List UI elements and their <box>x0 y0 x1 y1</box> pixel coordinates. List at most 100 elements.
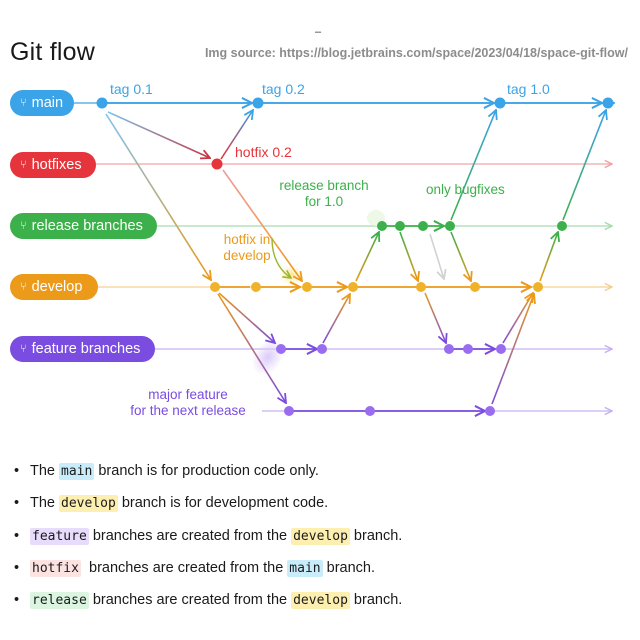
edge-release-to-develop-b <box>450 231 471 281</box>
edge-hotfix-to-develop <box>222 169 302 281</box>
branch-pill-release: ⑂ release branches <box>10 213 157 239</box>
image-source-caption: Img source: https://blog.jetbrains.com/s… <box>204 46 628 60</box>
git-branch-icon: ⑂ <box>20 220 27 232</box>
label-major-line2: for the next release <box>130 403 246 418</box>
label-release-line1: release branch <box>279 178 368 193</box>
edge-develop-to-major-feature <box>217 293 286 403</box>
edge-release-bugfix-gray <box>429 233 444 279</box>
commit-feature-2 <box>317 344 327 354</box>
branch-pill-main: ⑂ main <box>10 90 74 116</box>
commit-develop-1 <box>210 282 220 292</box>
commit-release-4 <box>445 221 455 231</box>
commit-develop-5 <box>416 282 426 292</box>
commit-main-01 <box>96 97 108 109</box>
list-item: • The develop branch is for development c… <box>14 490 624 522</box>
branch-pill-hotfixes: ⑂ hotfixes <box>10 152 96 178</box>
commit-hotfix-02 <box>211 158 223 170</box>
bullet-marker: • <box>14 527 20 544</box>
branch-label-hotfixes: hotfixes <box>31 157 82 173</box>
code-main: main <box>287 559 323 577</box>
edge-develop-to-release <box>355 232 379 282</box>
commit-release-1 <box>377 221 387 231</box>
git-branch-icon: ⑂ <box>20 97 27 109</box>
code-main: main <box>59 463 95 480</box>
code-develop: develop <box>291 527 350 545</box>
commit-major-2 <box>365 406 375 416</box>
commit-feature-1 <box>276 344 286 354</box>
commit-feature-5 <box>496 344 506 354</box>
code-develop: develop <box>291 592 350 610</box>
label-tag-01: tag 0.1 <box>110 81 153 97</box>
commit-release-5 <box>557 221 567 231</box>
commit-main-10 <box>494 97 506 109</box>
list-item: • release branches are created from the d… <box>14 587 624 619</box>
git-branch-icon: ⑂ <box>20 281 27 293</box>
edge-release2-to-main <box>562 110 606 221</box>
commit-major-3 <box>485 406 495 416</box>
git-flow-diagram: tag 0.1 tag 0.2 tag 1.0 hotfix 0.2 relea… <box>74 81 640 418</box>
edge-hotfix-callout <box>271 237 291 278</box>
note-text: The <box>30 495 60 512</box>
label-hotfix-02: hotfix 0.2 <box>235 144 292 160</box>
glow-hotfix-merge <box>279 265 303 285</box>
bullet-marker: • <box>14 495 20 512</box>
git-branch-icon: ⑂ <box>20 343 27 355</box>
code-hotfix: hotfix <box>30 559 81 577</box>
edge-main-to-develop <box>105 113 211 280</box>
note-text: branches are created from the <box>80 559 288 576</box>
label-tag-10: tag 1.0 <box>507 81 550 97</box>
note-text: branch is for development code. <box>117 495 329 512</box>
list-item: • The main branch is for production code … <box>14 458 624 490</box>
label-release-line2: for 1.0 <box>305 194 343 209</box>
note-text: branch is for production code only. <box>94 463 319 479</box>
code-feature: feature <box>30 527 89 545</box>
commit-main-end <box>602 97 614 109</box>
top-dash: – <box>315 26 322 38</box>
bullet-marker: • <box>14 463 20 479</box>
edge-develop-to-feature <box>218 292 275 343</box>
edge-major-to-develop <box>491 294 534 405</box>
label-major-line1: major feature <box>148 387 228 402</box>
commit-develop-4 <box>348 282 358 292</box>
note-text: The <box>30 463 60 479</box>
list-item: • hotfix branches are created from the ma… <box>14 555 624 587</box>
branch-pill-feature: ⑂ feature branches <box>10 336 155 362</box>
edge-feature-to-develop <box>322 294 350 344</box>
edge-release-to-main <box>450 110 496 221</box>
commit-feature-4 <box>463 344 473 354</box>
notes-list: • The main branch is for production code … <box>14 458 624 619</box>
label-hotfix-in-line2: develop <box>223 248 270 263</box>
branch-label-feature: feature branches <box>31 341 141 357</box>
commit-develop-2 <box>251 282 261 292</box>
edge-main-to-hotfix <box>107 111 210 158</box>
list-item: • feature branches are created from the d… <box>14 523 624 555</box>
label-tag-02: tag 0.2 <box>262 81 305 97</box>
code-release: release <box>30 592 89 610</box>
edge-release-to-develop-a <box>399 231 418 281</box>
git-branch-icon: ⑂ <box>20 159 27 171</box>
branch-label-develop: develop <box>31 279 83 295</box>
commit-main-02 <box>252 97 264 109</box>
note-text: branches are created from the <box>88 527 292 544</box>
note-text: branches are created from the <box>88 592 292 609</box>
bullet-marker: • <box>14 592 20 609</box>
code-develop: develop <box>59 495 118 513</box>
branch-label-main: main <box>31 95 64 111</box>
page-title: Git flow <box>10 38 95 66</box>
branch-pill-develop: ⑂ develop <box>10 274 98 300</box>
commit-develop-3 <box>302 282 312 292</box>
commit-major-1 <box>284 406 294 416</box>
edge-hotfix-to-main <box>220 110 253 160</box>
note-text: branch. <box>322 559 376 576</box>
label-hotfix-in-line1: hotfix in <box>224 232 271 247</box>
label-only-bugfixes: only bugfixes <box>426 182 505 197</box>
edge-develop-to-release-2 <box>539 232 558 282</box>
commit-feature-3 <box>444 344 454 354</box>
edge-develop-to-feature-2 <box>424 292 446 343</box>
commit-develop-7 <box>533 282 543 292</box>
bullet-marker: • <box>14 559 20 576</box>
note-text: branch. <box>349 592 403 609</box>
commit-develop-6 <box>470 282 480 292</box>
branch-label-release: release branches <box>31 218 143 234</box>
note-text: branch. <box>349 527 403 544</box>
